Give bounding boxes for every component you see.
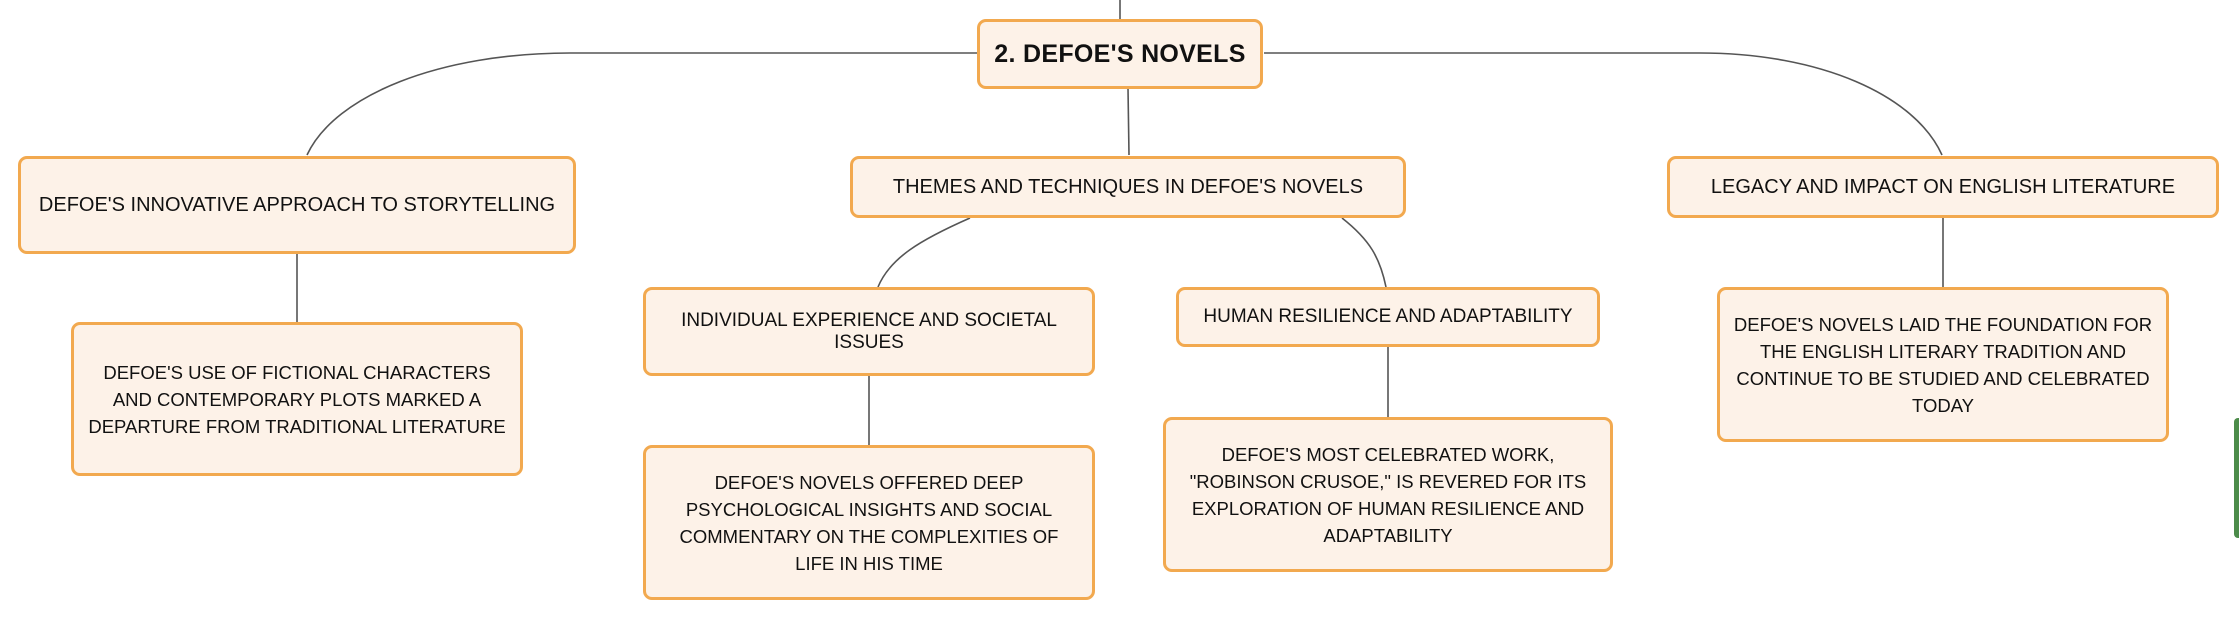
root-node[interactable]: 2. DEFOE'S NOVELS (977, 19, 1263, 89)
branch-label: THEMES AND TECHNIQUES IN DEFOE'S NOVELS (892, 175, 1364, 198)
connector-root-to-storytelling (306, 52, 977, 156)
connector-themes-to-resilience (1341, 217, 1387, 288)
leaf-text: DEFOE'S MOST CELEBRATED WORK, "ROBINSON … (1189, 443, 1587, 546)
leaf-node-robinson-crusoe[interactable]: DEFOE'S MOST CELEBRATED WORK, "ROBINSON … (1163, 417, 1613, 572)
root-node-label: 2. DEFOE'S NOVELS (994, 39, 1246, 68)
branch-label: LEGACY AND IMPACT ON ENGLISH LITERATURE (1710, 175, 2176, 198)
subtopic-label: INDIVIDUAL EXPERIENCE AND SOCIETAL ISSUE… (681, 309, 1057, 353)
subtopic-node-individual[interactable]: INDIVIDUAL EXPERIENCE AND SOCIETAL ISSUE… (643, 287, 1095, 376)
branch-node-legacy[interactable]: LEGACY AND IMPACT ON ENGLISH LITERATURE (1667, 156, 2219, 218)
connector-themes-to-individual (877, 217, 971, 288)
leaf-node-literary-tradition[interactable]: DEFOE'S NOVELS LAID THE FOUNDATION FOR T… (1717, 287, 2169, 442)
connector-root-to-themes (1127, 87, 1130, 156)
branch-node-themes[interactable]: THEMES AND TECHNIQUES IN DEFOE'S NOVELS (850, 156, 1406, 218)
branch-node-storytelling[interactable]: DEFOE'S INNOVATIVE APPROACH TO STORYTELL… (18, 156, 576, 254)
subtopic-label: HUMAN RESILIENCE AND ADAPTABILITY (1203, 306, 1573, 327)
leaf-text: DEFOE'S NOVELS OFFERED DEEP PSYCHOLOGICA… (679, 471, 1059, 574)
leaf-node-fictional-characters[interactable]: DEFOE'S USE OF FICTIONAL CHARACTERS AND … (71, 322, 523, 476)
connector-root-to-legacy (1264, 52, 1943, 156)
subtopic-node-resilience[interactable]: HUMAN RESILIENCE AND ADAPTABILITY (1176, 287, 1600, 347)
leaf-text: DEFOE'S NOVELS LAID THE FOUNDATION FOR T… (1733, 313, 2153, 416)
side-panel-tab[interactable] (2234, 418, 2239, 538)
leaf-node-psychological-insights[interactable]: DEFOE'S NOVELS OFFERED DEEP PSYCHOLOGICA… (643, 445, 1095, 600)
leaf-text: DEFOE'S USE OF FICTIONAL CHARACTERS AND … (88, 361, 506, 437)
branch-label: DEFOE'S INNOVATIVE APPROACH TO STORYTELL… (38, 193, 556, 216)
